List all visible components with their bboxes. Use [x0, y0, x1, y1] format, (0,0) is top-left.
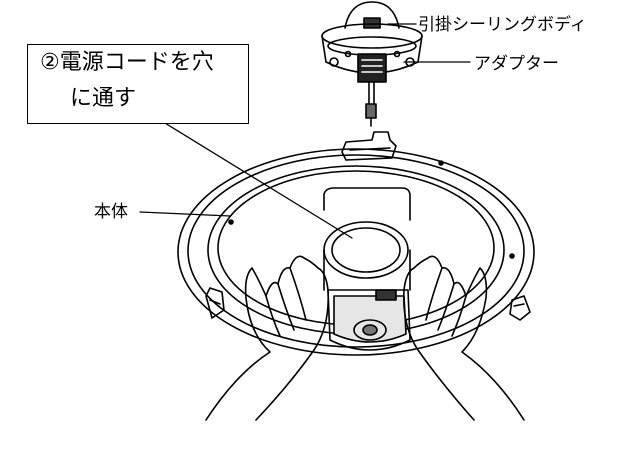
leader-lines [139, 23, 471, 239]
leader-callout [159, 119, 353, 239]
leader-body [139, 211, 231, 217]
hook-ceiling-body-label: 引掛シーリングボディ [418, 15, 587, 35]
hook-ceiling-body-shape [344, 1, 400, 29]
adapter-connector [357, 53, 387, 83]
right-hand [402, 255, 525, 421]
callout-text-line2: に通す [70, 86, 137, 111]
adapter-label: アダプター [474, 54, 559, 74]
cord-hole [323, 221, 409, 279]
main-body-label: 本体 [94, 202, 128, 222]
left-hand [205, 255, 330, 421]
callout-text-line1: ②電源コードを穴 [40, 50, 214, 75]
main-body-shape [177, 131, 535, 356]
ceiling-adapter-assembly [321, 1, 423, 127]
callout-box [27, 44, 249, 124]
